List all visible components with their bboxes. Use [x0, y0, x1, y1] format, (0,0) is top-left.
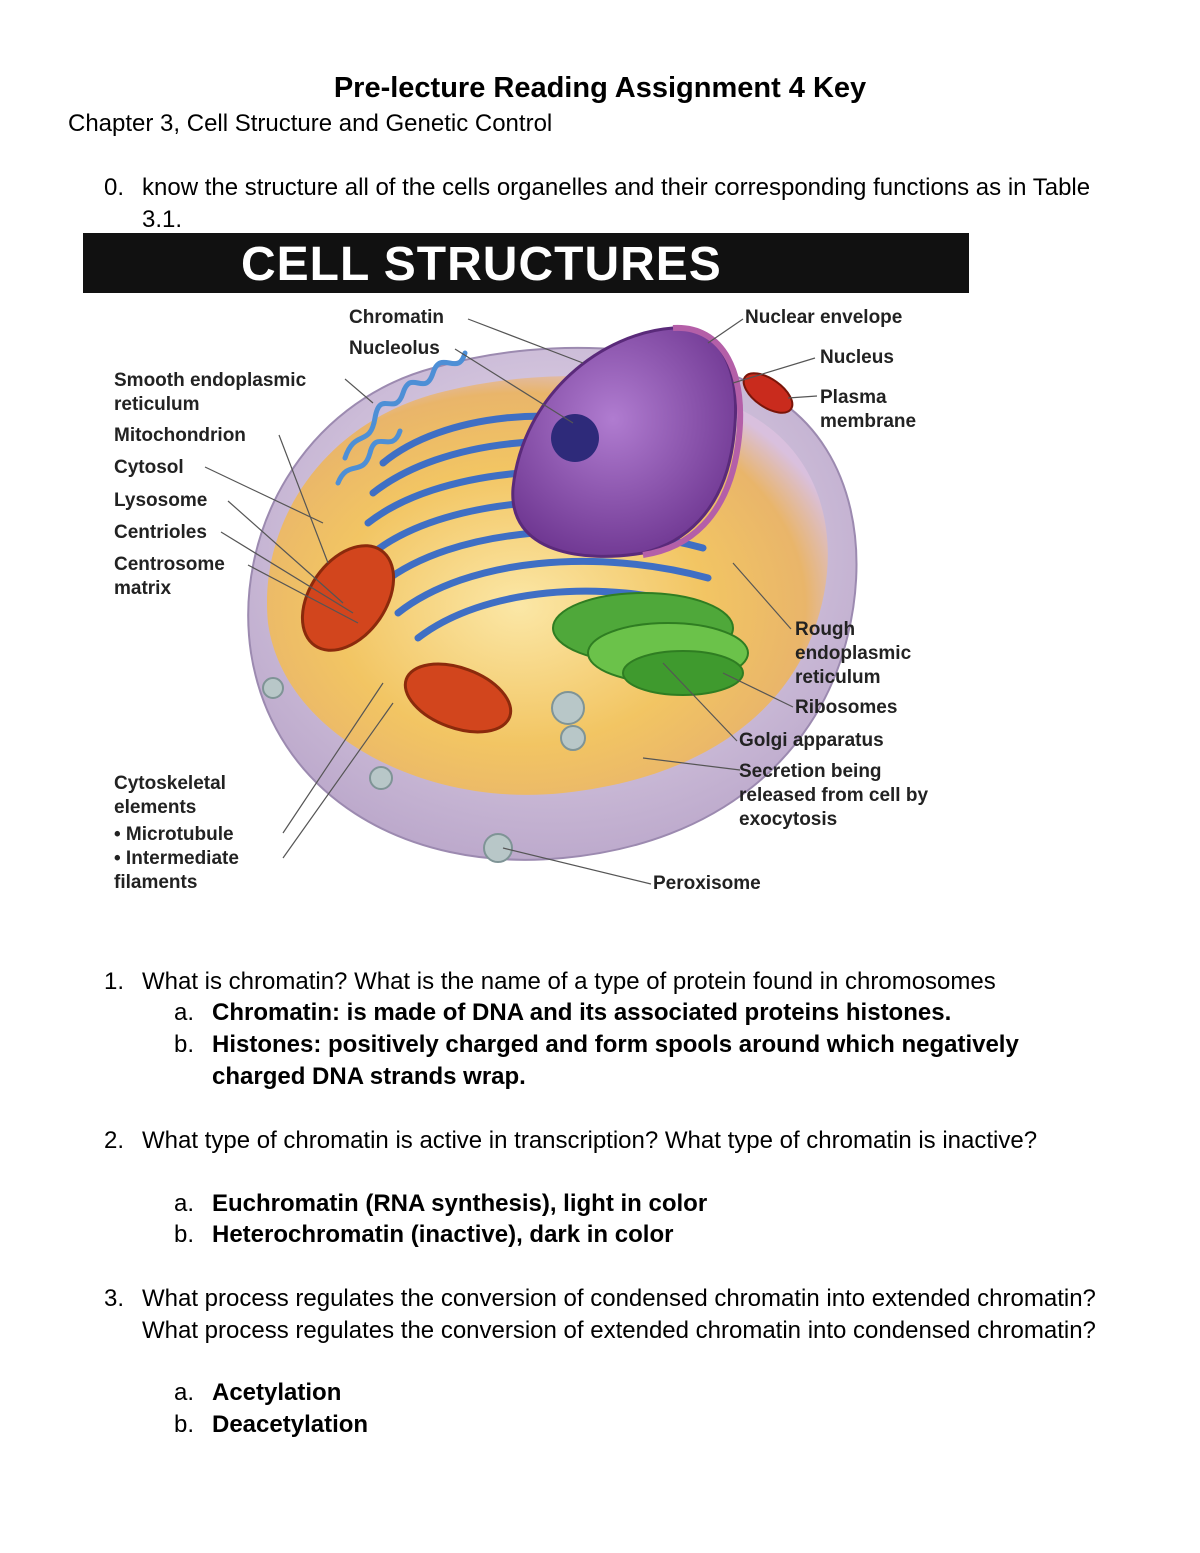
- question-text: know the structure all of the cells orga…: [142, 174, 1091, 233]
- leader-lines: [204, 318, 818, 885]
- question-number: 0.: [104, 174, 125, 201]
- question-0: 0. know the structure all of the cells o…: [104, 172, 1134, 236]
- answer-text: Deacetylation: [212, 1411, 369, 1438]
- question-3: 3. What process regulates the conversion…: [104, 1283, 1104, 1347]
- question-number: 3.: [104, 1285, 125, 1312]
- answer-1a: a. Chromatin: is made of DNA and its ass…: [174, 997, 1074, 1029]
- label-secretion: Secretion being released from cell by ex…: [739, 761, 929, 830]
- label-chromatin: Chromatin: [349, 307, 444, 328]
- answer-letter: b.: [174, 1411, 195, 1438]
- label-nucleus: Nucleus: [820, 347, 894, 368]
- answer-text: Histones: positively charged and form sp…: [212, 1031, 1019, 1090]
- nucleolus-shape: [551, 414, 599, 462]
- question-text: What is chromatin? What is the name of a…: [142, 968, 996, 995]
- label-golgi-apparatus: Golgi apparatus: [739, 730, 884, 751]
- label-peroxisome: Peroxisome: [653, 873, 761, 894]
- vesicles: [262, 677, 586, 863]
- page-subtitle: Chapter 3, Cell Structure and Genetic Co…: [68, 110, 553, 137]
- figure-banner-text: CELL STRUCTURES: [241, 238, 722, 291]
- answer-letter: a.: [174, 1190, 195, 1217]
- label-nuclear-envelope: Nuclear envelope: [745, 307, 903, 328]
- question-number: 2.: [104, 1127, 125, 1154]
- figure-banner: CELL STRUCTURES: [83, 233, 969, 293]
- label-rough-er: Rough endoplasmic reticulum: [795, 619, 912, 688]
- answer-text: Heterochromatin (inactive), dark in colo…: [212, 1221, 674, 1248]
- label-ribosomes: Ribosomes: [795, 697, 898, 718]
- answer-2b: b. Heterochromatin (inactive), dark in c…: [174, 1219, 1074, 1251]
- answer-3a: a. Acetylation: [174, 1377, 874, 1409]
- label-plasma-membrane: Plasma membrane: [820, 387, 917, 432]
- smooth-er-shape: [335, 350, 468, 486]
- label-lysosome: Lysosome: [114, 490, 208, 511]
- label-smooth-er: Smooth endoplasmic reticulum: [114, 370, 307, 415]
- mitochondrion-shape: [300, 372, 794, 734]
- answer-3b: b. Deacetylation: [174, 1409, 874, 1441]
- nuclear-envelope-shape: [642, 324, 744, 558]
- question-text: What process regulates the conversion of…: [142, 1285, 1096, 1344]
- answer-letter: b.: [174, 1031, 195, 1058]
- label-microtubule: • Microtubule: [114, 824, 234, 845]
- golgi-shape: [552, 592, 749, 696]
- answer-text: Acetylation: [212, 1379, 342, 1406]
- page-title: Pre-lecture Reading Assignment 4 Key: [333, 72, 867, 104]
- question-1: 1. What is chromatin? What is the name o…: [104, 966, 1164, 998]
- label-mitochondrion: Mitochondrion: [114, 425, 246, 446]
- answer-text: Chromatin: is made of DNA and its associ…: [212, 999, 952, 1026]
- label-centrioles: Centrioles: [114, 522, 207, 543]
- cell-structures-figure: CELL STRUCTURES: [83, 233, 969, 903]
- question-text: What type of chromatin is active in tran…: [142, 1127, 1038, 1154]
- answer-2a: a. Euchromatin (RNA synthesis), light in…: [174, 1188, 1074, 1220]
- answer-text: Euchromatin (RNA synthesis), light in co…: [212, 1190, 708, 1217]
- label-nucleolus: Nucleolus: [349, 338, 440, 359]
- cell-diagram: [204, 318, 858, 885]
- label-centrosome-matrix: Centrosome matrix: [114, 554, 225, 599]
- label-cytosol: Cytosol: [114, 457, 184, 478]
- answer-letter: a.: [174, 1379, 195, 1406]
- answer-letter: b.: [174, 1221, 195, 1248]
- nucleus-shape: [511, 326, 737, 558]
- label-intermediate-filaments: • Intermediate filaments: [114, 848, 239, 893]
- answer-letter: a.: [174, 999, 195, 1026]
- label-cytoskeletal-elements: Cytoskeletal elements: [114, 773, 226, 818]
- question-2: 2. What type of chromatin is active in t…: [104, 1125, 1064, 1157]
- answer-1b: b. Histones: positively charged and form…: [174, 1029, 1024, 1093]
- question-number: 1.: [104, 968, 125, 995]
